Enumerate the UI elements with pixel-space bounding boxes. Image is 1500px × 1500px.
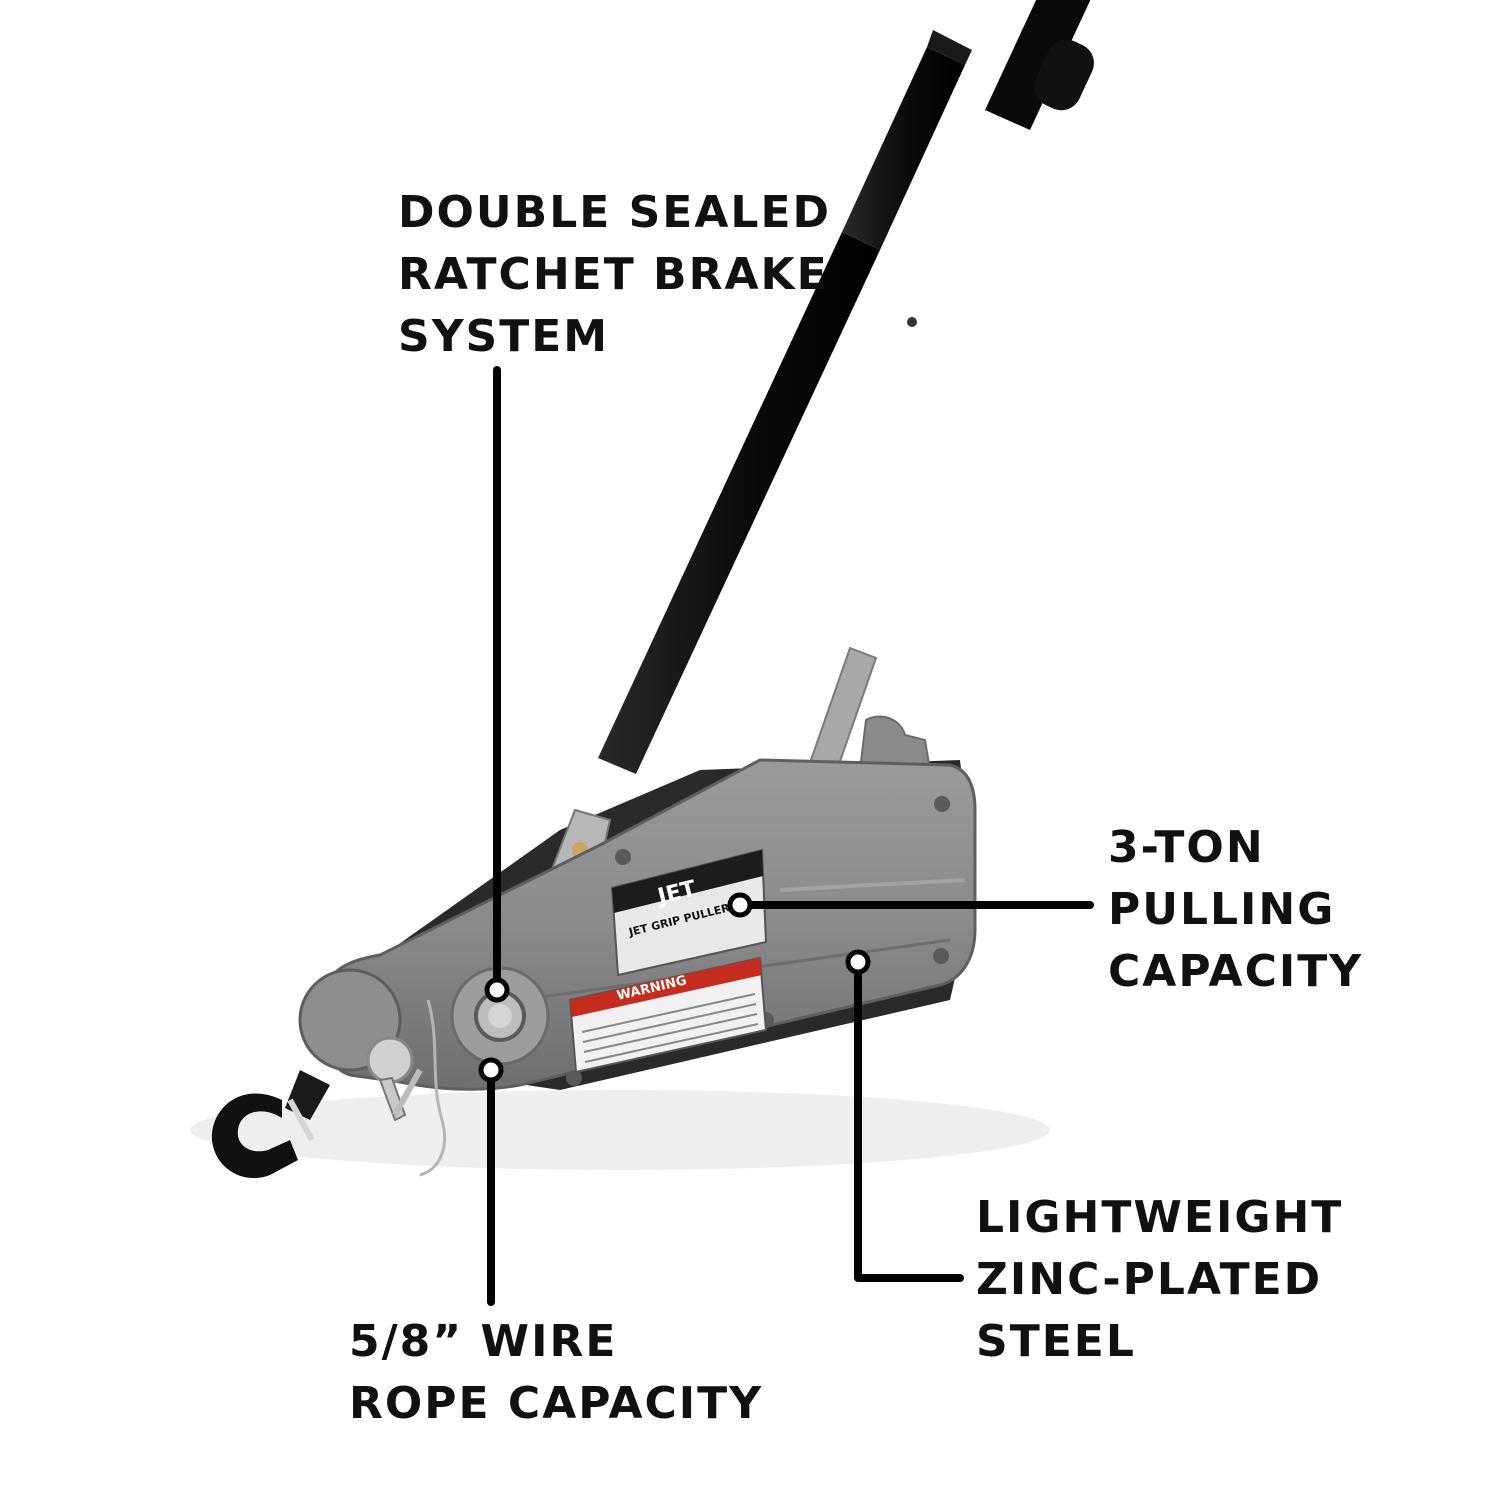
ratchet-leader-dot [484,977,510,1003]
steel-leader-dot [845,949,871,975]
bolt [566,1070,582,1086]
bolt [615,849,631,865]
bolt [933,948,949,964]
callout-line: ROPE CAPACITY [349,1378,764,1429]
callout-line: STEEL [976,1316,1136,1367]
bolt [934,796,950,812]
callout-steel: LIGHTWEIGHT ZINC-PLATED STEEL [976,1187,1343,1373]
callout-line: LIGHTWEIGHT [976,1192,1344,1243]
callout-pulling-capacity: 3-TON PULLING CAPACITY [1108,817,1363,1003]
callout-line: PULLING [1108,884,1336,935]
callout-line: 3-TON [1108,822,1265,873]
steel-leader-line [854,962,964,1282]
callout-line: SYSTEM [398,311,610,362]
operating-handle [598,0,1094,774]
shadow [190,1090,1050,1170]
callout-line: 5/8” WIRE [349,1316,618,1367]
callout-line: ZINC-PLATED [976,1254,1323,1305]
callout-line: DOUBLE SEALED [398,187,832,238]
callout-wire-rope: 5/8” WIRE ROPE CAPACITY [349,1311,763,1435]
hook [211,1070,330,1179]
callout-ratchet-brake: DOUBLE SEALED RATCHET BRAKE SYSTEM [398,182,831,368]
anchor-pin [366,1036,423,1122]
safety-chain [419,999,447,1177]
capacity-leader-dot [727,892,753,918]
callout-line: RATCHET BRAKE [398,249,829,300]
info-plate: JET JET GRIP PULLER [610,848,768,977]
callout-line: CAPACITY [1108,946,1364,997]
rope-leader-dot [478,1057,504,1083]
